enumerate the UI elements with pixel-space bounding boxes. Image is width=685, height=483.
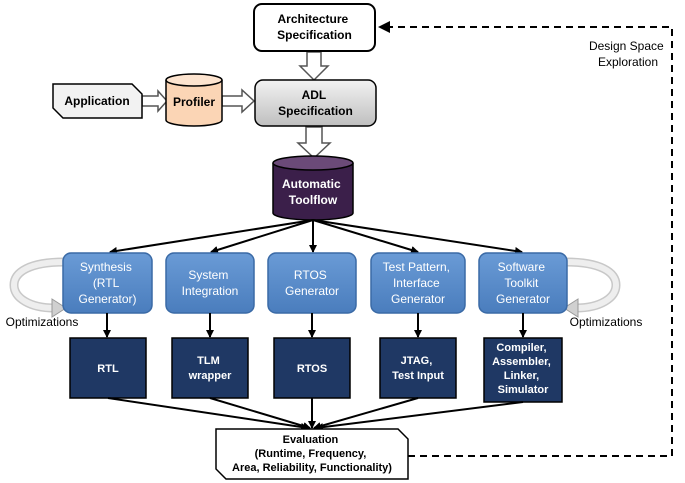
optimizations-right-label: Optimizations (570, 315, 643, 329)
synthesis-generator-box: Synthesis (RTL Generator) (62, 252, 153, 314)
software-toolkit-generator-box: Software Toolkit Generator (478, 252, 568, 314)
generator-output-arrows (103, 313, 527, 338)
block-arrow-app-to-profiler (141, 89, 169, 113)
toolflow-fanout-arrows (109, 219, 523, 255)
block-arrow-adl-to-toolflow (296, 126, 332, 160)
right-optimization-loop-icon (563, 257, 621, 318)
svg-text:RTOS: RTOS (297, 363, 327, 375)
automatic-toolflow-cylinder: Automatic Toolflow (272, 155, 354, 221)
left-optimization-loop-icon (9, 257, 67, 318)
svg-text:Test Pattern, Interface: Test Pattern, Interface Generator (383, 260, 454, 306)
optimizations-left-label: Optimizations (6, 315, 79, 329)
profiler-cylinder: Profiler (165, 73, 223, 127)
test-pattern-generator-box: Test Pattern, Interface Generator (370, 252, 466, 314)
block-arrow-profiler-to-adl (221, 88, 256, 114)
svg-text:Architecture Specificati: Architecture Specification (277, 12, 352, 42)
evaluation-fanin-arrows (107, 397, 524, 432)
system-integration-box: System Integration (165, 252, 255, 314)
svg-text:Synthesis (RTL Gen: Synthesis (RTL Generator) (78, 260, 136, 306)
block-arrow-arch-to-adl (298, 51, 330, 82)
rtos-generator-box: RTOS Generator (267, 252, 357, 314)
rtl-output-box: RTL (69, 337, 147, 399)
svg-text:TLM wrapper: TLM wrapper (188, 355, 233, 382)
svg-text:Automatic Toolflow: Automatic Toolflow (282, 177, 344, 207)
svg-text:Profiler: Profiler (173, 95, 215, 109)
svg-text:Application: Application (64, 94, 129, 108)
svg-text:Software Toolkit G: Software Toolkit Generator (496, 260, 550, 306)
svg-text:System Integration: System Integration (182, 268, 239, 298)
architecture-specification-box: Architecture Specification (253, 3, 376, 52)
compiler-toolchain-output-box: Compiler, Assembler, Linker, Simulator (483, 337, 563, 403)
evaluation-document: Evaluation (Runtime, Frequency, Area, Re… (215, 428, 409, 480)
adl-specification-box: ADL Specification (254, 79, 377, 127)
design-space-feedback (378, 21, 673, 457)
jtag-test-input-output-box: JTAG, Test Input (379, 337, 457, 399)
svg-text:RTL: RTL (97, 363, 119, 375)
design-space-label: Design Space Exploration (589, 39, 667, 69)
rtos-output-box: RTOS (273, 337, 351, 399)
svg-text:ADL Specification: ADL Specification (278, 88, 353, 118)
application-document: Application (52, 83, 143, 119)
svg-text:JTAG, Test Input: JTAG, Test Input (392, 355, 444, 382)
tlm-wrapper-output-box: TLM wrapper (171, 337, 249, 399)
svg-text:RTOS Generator: RTOS Generator (285, 268, 339, 298)
svg-text:Evaluation (Runtime, Fre: Evaluation (Runtime, Frequency, Area, Re… (232, 434, 392, 474)
svg-text:Compiler, Assembler,: Compiler, Assembler, Linker, Simulator (492, 342, 554, 396)
